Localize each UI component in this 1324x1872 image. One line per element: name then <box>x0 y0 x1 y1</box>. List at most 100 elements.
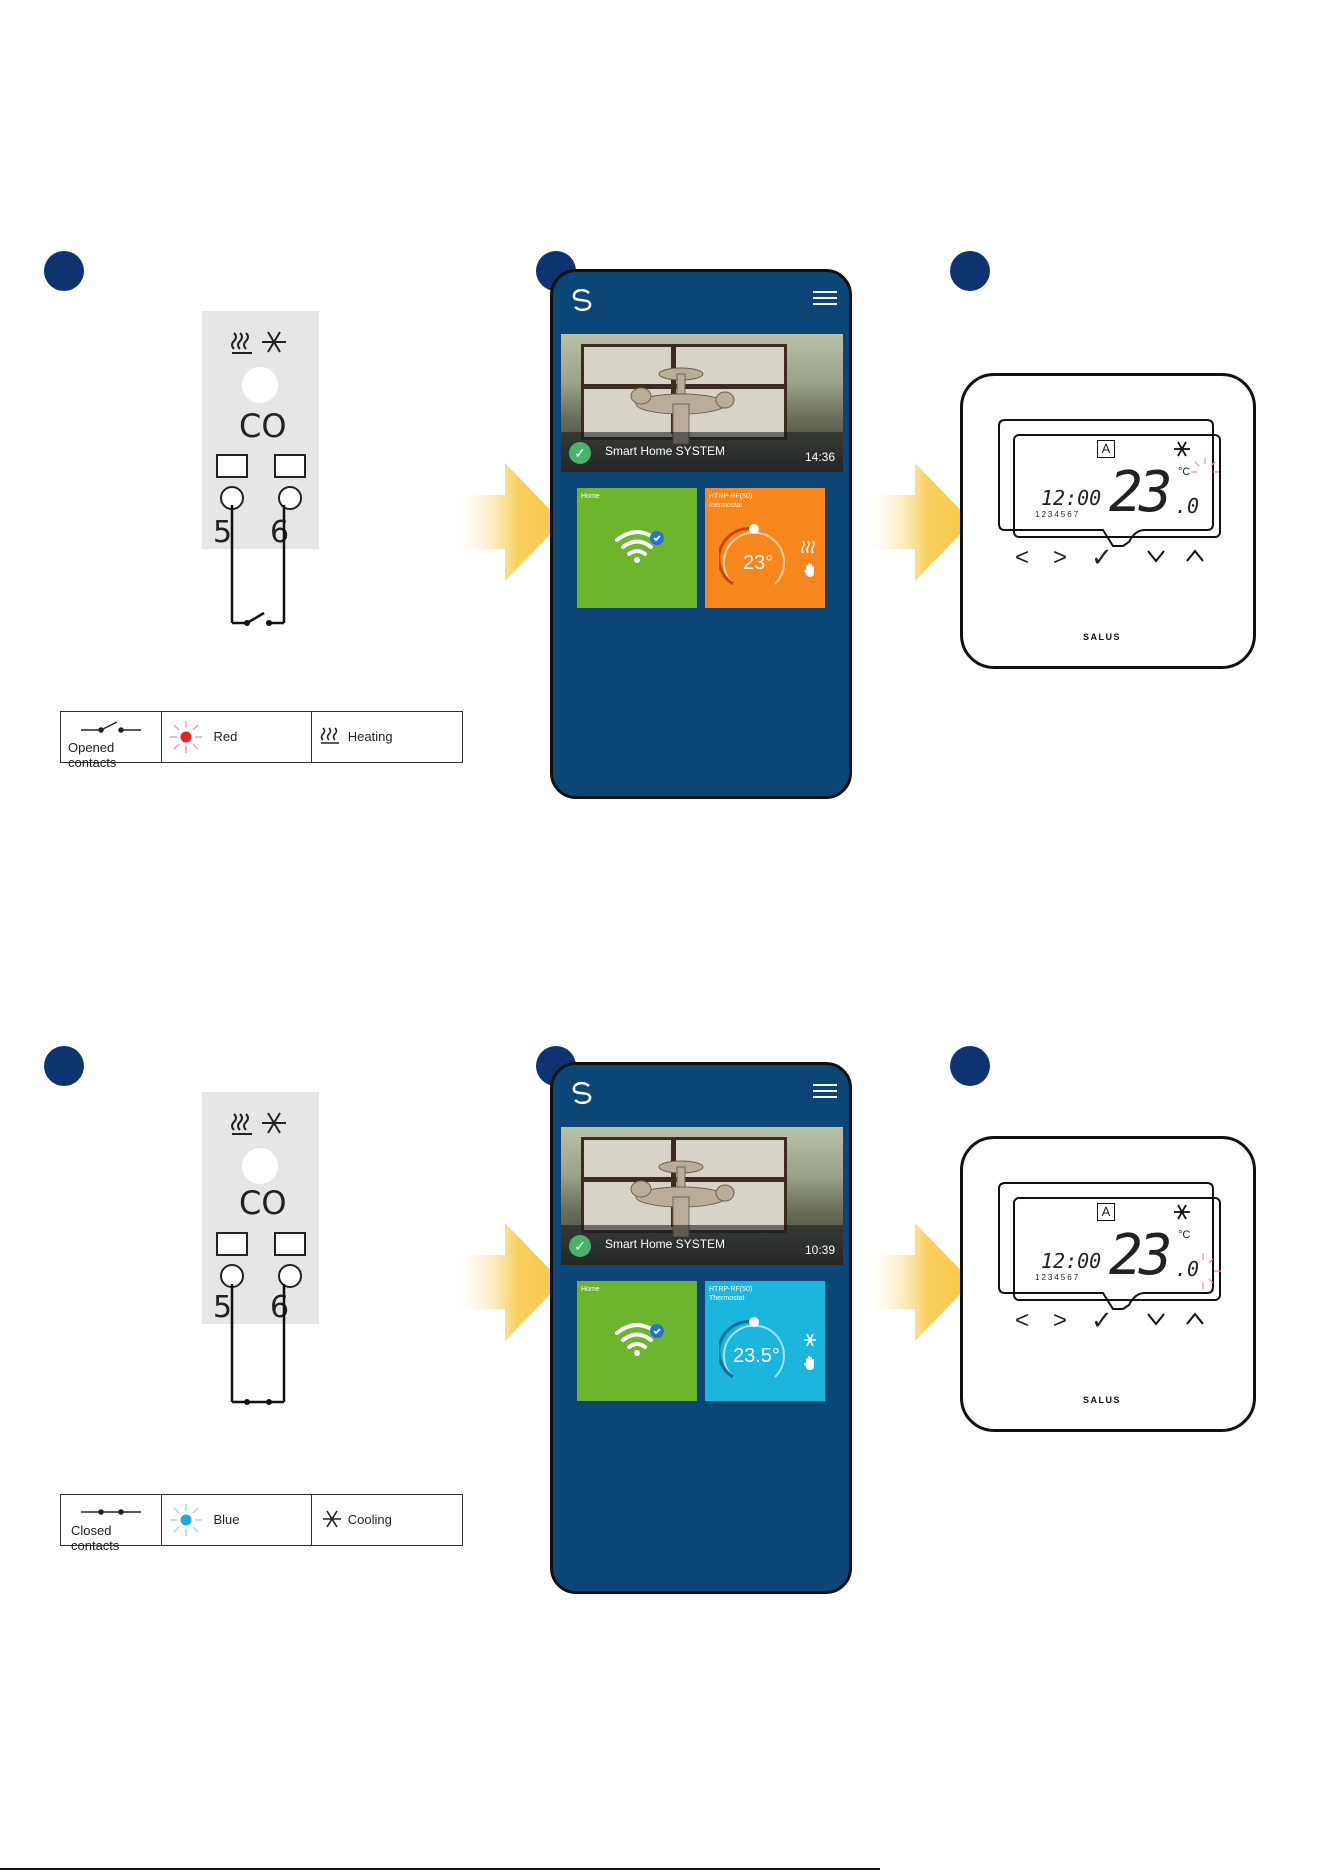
legend-mode-label: Heating <box>348 729 393 744</box>
legend-table: Opened contacts Red Heating <box>60 711 463 763</box>
legend-mode-cell: Cooling <box>312 1495 462 1545</box>
legend-contacts-cell: Closed contacts <box>61 1495 162 1545</box>
left-button[interactable]: < <box>1015 1307 1029 1335</box>
lcd-temperature: 23 <box>1109 460 1168 525</box>
thermostat-tile[interactable]: HTRP-RF(50) Thermostat 23.5° <box>705 1281 825 1401</box>
down-button[interactable] <box>1146 548 1166 564</box>
lcd-clock: 12:00 <box>1041 1249 1101 1273</box>
blinking-indicator <box>1189 456 1221 488</box>
page-bottom-rule <box>0 1868 880 1870</box>
snowflake-icon <box>803 1333 817 1347</box>
brand-logo: SALUS <box>1083 632 1121 642</box>
lcd-bezel <box>995 1181 1217 1311</box>
hand-icon <box>803 562 817 578</box>
snowflake-icon <box>322 1509 342 1529</box>
thermostat-temp: 23° <box>743 552 773 575</box>
home-tile[interactable]: Home <box>577 488 697 608</box>
co-label: CO <box>239 407 287 445</box>
thermostat-tile-label: HTRP-RF(50) Thermostat <box>709 1285 769 1303</box>
menu-icon[interactable] <box>813 1084 837 1098</box>
home-tile[interactable]: Home <box>577 1281 697 1401</box>
terminal-box-5 <box>216 454 248 478</box>
confirm-button[interactable]: ✓ <box>1091 1305 1113 1336</box>
thermostat-tile[interactable]: HTRP-RF(50) thermostat 23° <box>705 488 825 608</box>
home-tile-label: Home <box>581 1285 600 1294</box>
menu-icon[interactable] <box>813 291 837 305</box>
step-3-dot <box>950 1046 990 1086</box>
phone-app-screen: ⚙ ✓ Smart Home SYSTEM 10:39 Home HTRP-RF… <box>550 1062 852 1594</box>
lcd-unit: °C <box>1178 1229 1190 1241</box>
lcd-temperature-decimal: .0 <box>1175 494 1199 518</box>
system-time: 14:36 <box>805 450 835 464</box>
system-name: Smart Home SYSTEM <box>605 1237 725 1251</box>
brand-logo: SALUS <box>1083 1395 1121 1405</box>
status-check-icon: ✓ <box>569 1235 591 1257</box>
system-time: 10:39 <box>805 1243 835 1257</box>
left-button[interactable]: < <box>1015 544 1029 572</box>
legend-mode-cell: Heating <box>312 712 462 762</box>
legend-contacts-label: Opened contacts <box>68 740 161 770</box>
lcd-temperature-decimal: .0 <box>1175 1257 1199 1281</box>
status-check-icon: ✓ <box>569 442 591 464</box>
right-button[interactable]: > <box>1053 1307 1067 1335</box>
closed-switch-icon <box>81 1507 141 1517</box>
mode-letter: A <box>1097 1203 1115 1221</box>
lcd-bezel <box>995 418 1217 548</box>
right-button[interactable]: > <box>1053 544 1067 572</box>
step-1-dot <box>44 251 84 291</box>
terminal-box-6 <box>274 454 306 478</box>
legend-table: Closed contacts Blue Cooling <box>60 1494 463 1546</box>
wifi-icon <box>613 526 665 566</box>
terminal-box-6 <box>274 1232 306 1256</box>
salus-logo-icon <box>569 288 595 312</box>
thermostat-tile-label: HTRP-RF(50) thermostat <box>709 492 769 510</box>
down-button[interactable] <box>1146 1311 1166 1327</box>
phone-app-screen: ⚙ ✓ Smart Home SYSTEM 14:36 Home HTRP-RF… <box>550 269 852 799</box>
legend-mode-label: Cooling <box>348 1512 392 1527</box>
co-label: CO <box>239 1184 287 1222</box>
up-button[interactable] <box>1185 1311 1205 1327</box>
arrow-right <box>450 1223 562 1341</box>
heat-cool-icon <box>230 327 290 357</box>
opened-contacts-wiring <box>220 505 300 635</box>
lcd-days: 1234567 <box>1035 1273 1080 1282</box>
confirm-button[interactable]: ✓ <box>1091 542 1113 573</box>
up-button[interactable] <box>1185 548 1205 564</box>
hand-icon <box>803 1355 817 1371</box>
blue-led-icon <box>168 1502 204 1538</box>
thermostat-temp: 23.5° <box>733 1345 780 1368</box>
heat-icon <box>801 540 817 554</box>
legend-contacts-cell: Opened contacts <box>61 712 162 762</box>
legend-led-cell: Red <box>162 712 312 762</box>
legend-contacts-label: Closed contacts <box>71 1523 161 1553</box>
legend-led-label: Blue <box>214 1512 240 1527</box>
home-hero-image[interactable]: ✓ Smart Home SYSTEM 10:39 <box>561 1127 843 1265</box>
wifi-icon <box>613 1319 665 1359</box>
legend-led-label: Red <box>214 729 238 744</box>
thermostat-device: A 12:00 1234567 23 .0 °C < > ✓ SALUS <box>960 1136 1256 1432</box>
lcd-temperature: 23 <box>1109 1223 1168 1288</box>
thermostat-device: A 12:00 1234567 23 .0 °C < > ✓ SALUS <box>960 373 1256 669</box>
mode-letter: A <box>1097 440 1115 458</box>
heat-icon <box>320 726 342 746</box>
lcd-days: 1234567 <box>1035 510 1080 519</box>
home-tile-label: Home <box>581 492 600 501</box>
arrow-right <box>860 1223 972 1341</box>
lcd-clock: 12:00 <box>1041 486 1101 510</box>
arrow-right <box>860 463 972 581</box>
salus-logo-icon <box>569 1081 595 1105</box>
lcd-unit: °C <box>1178 466 1190 478</box>
home-hero-image[interactable]: ✓ Smart Home SYSTEM 14:36 <box>561 334 843 472</box>
arrow-right <box>450 463 562 581</box>
led-indicator <box>242 367 278 403</box>
open-switch-icon <box>81 720 141 734</box>
heat-cool-icon <box>230 1108 290 1138</box>
closed-contacts-wiring <box>220 1284 300 1414</box>
step-1-dot <box>44 1046 84 1086</box>
legend-led-cell: Blue <box>162 1495 312 1545</box>
red-led-icon <box>168 719 204 755</box>
step-3-dot <box>950 251 990 291</box>
led-indicator <box>242 1148 278 1184</box>
system-name: Smart Home SYSTEM <box>605 444 725 458</box>
snowflake-icon <box>1173 1203 1191 1221</box>
